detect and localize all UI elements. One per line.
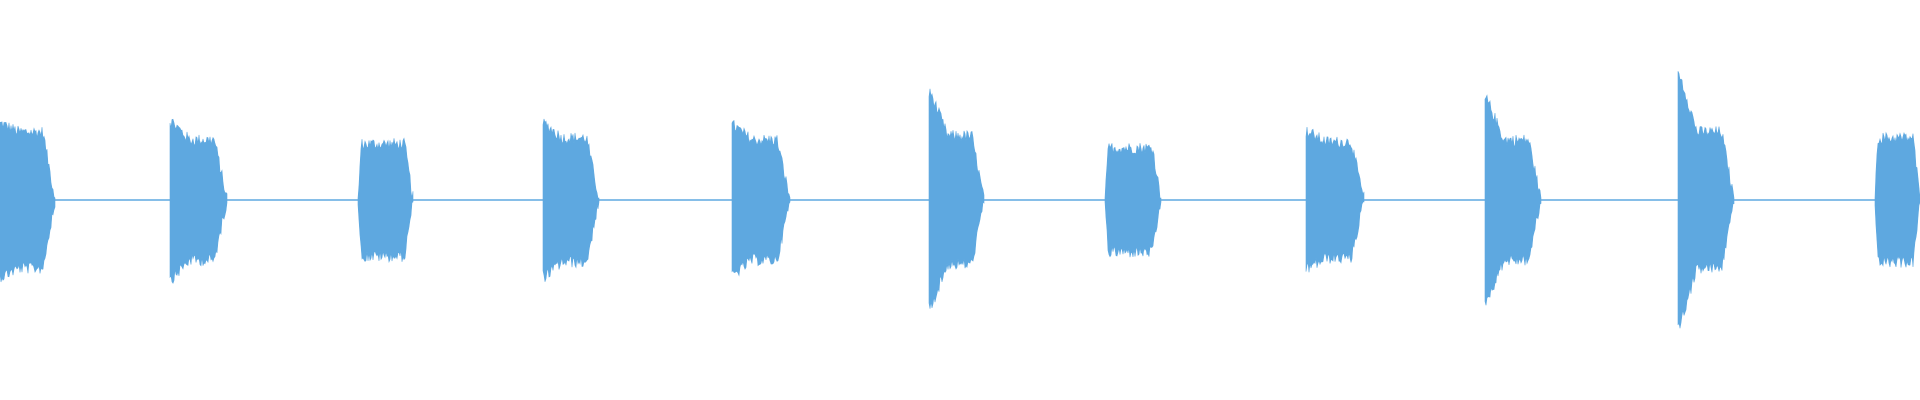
waveform-burst-2 [169,118,228,284]
waveform-bursts [0,71,1920,329]
waveform-burst-8 [1305,126,1365,273]
waveform-burst-6 [928,88,985,309]
waveform-burst-4 [542,118,600,282]
waveform-burst-3 [357,137,414,263]
waveform-burst-9 [1484,94,1542,306]
waveform-burst-7 [1104,143,1162,258]
waveform-burst-10 [1677,71,1735,329]
waveform-burst-11 [1874,131,1920,268]
waveform-burst-1 [0,121,56,283]
waveform-burst-5 [731,119,791,277]
